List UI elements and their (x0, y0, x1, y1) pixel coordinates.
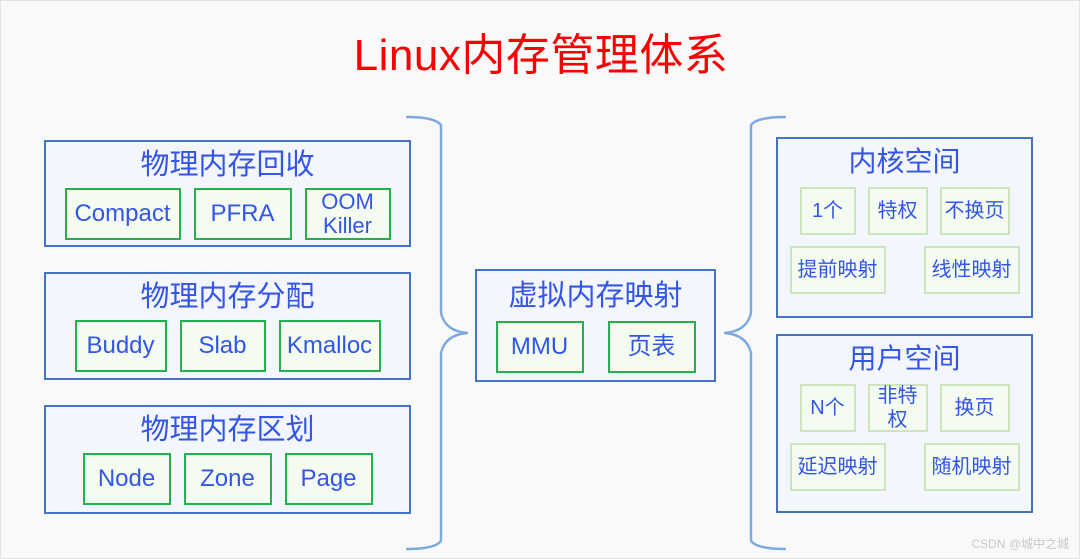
group-title: 虚拟内存映射 (508, 280, 683, 312)
chip-user-lazy-mapping[interactable]: 延迟映射 (789, 443, 886, 491)
chip-page-table[interactable]: 页表 (607, 321, 696, 373)
chip-row-mapping: 提前映射 线性映射 (778, 246, 1031, 294)
chip-oom-killer[interactable]: OOM Killer (304, 188, 391, 240)
group-box-virtual-memory-mapping: 虚拟内存映射 MMU 页表 (475, 269, 716, 382)
chip-row: Compact PFRA OOM Killer (46, 188, 409, 240)
group-title: 用户空间 (848, 343, 961, 374)
chip-page[interactable]: Page (284, 453, 373, 505)
chip-row: Buddy Slab Kmalloc (46, 320, 409, 372)
group-box-physical-memory-zoning: 物理内存区划 Node Zone Page (44, 405, 411, 514)
group-title: 物理内存区划 (140, 414, 315, 446)
chip-buddy[interactable]: Buddy (74, 320, 167, 372)
chip-mmu[interactable]: MMU (495, 321, 584, 373)
chip-zone[interactable]: Zone (183, 453, 272, 505)
chip-pfra[interactable]: PFRA (193, 188, 292, 240)
group-title: 物理内存分配 (140, 281, 315, 313)
group-title: 物理内存回收 (140, 149, 315, 181)
chip-kernel-no-paging[interactable]: 不换页 (939, 187, 1010, 235)
chip-compact[interactable]: Compact (64, 188, 181, 240)
chip-user-non-privilege[interactable]: 非特权 (867, 384, 928, 432)
chip-kmalloc[interactable]: Kmalloc (278, 320, 381, 372)
chip-user-random-mapping[interactable]: 随机映射 (923, 443, 1020, 491)
watermark: CSDN @城中之城 (971, 537, 1069, 551)
chip-row-attributes: N个 非特权 换页 (778, 384, 1031, 432)
chip-user-paging[interactable]: 换页 (939, 384, 1010, 432)
chip-node[interactable]: Node (82, 453, 171, 505)
chip-kernel-linear-mapping[interactable]: 线性映射 (923, 246, 1020, 294)
chip-kernel-privilege[interactable]: 特权 (867, 187, 928, 235)
chip-row-attributes: 1个 特权 不换页 (778, 187, 1031, 235)
group-box-user-space: 用户空间 N个 非特权 换页 延迟映射 随机映射 (776, 334, 1033, 513)
chip-slab[interactable]: Slab (179, 320, 266, 372)
chip-user-count[interactable]: N个 (799, 384, 856, 432)
chip-row: Node Zone Page (46, 453, 409, 505)
page-title: Linux内存管理体系 (353, 31, 729, 80)
group-title: 内核空间 (848, 146, 961, 177)
chip-kernel-count[interactable]: 1个 (799, 187, 856, 235)
chip-row: MMU 页表 (477, 321, 714, 373)
chip-row-mapping: 延迟映射 随机映射 (778, 443, 1031, 491)
chip-kernel-premapping[interactable]: 提前映射 (789, 246, 886, 294)
group-box-physical-memory-reclaim: 物理内存回收 Compact PFRA OOM Killer (44, 140, 411, 247)
group-box-kernel-space: 内核空间 1个 特权 不换页 提前映射 线性映射 (776, 137, 1033, 318)
group-box-physical-memory-allocation: 物理内存分配 Buddy Slab Kmalloc (44, 272, 411, 380)
